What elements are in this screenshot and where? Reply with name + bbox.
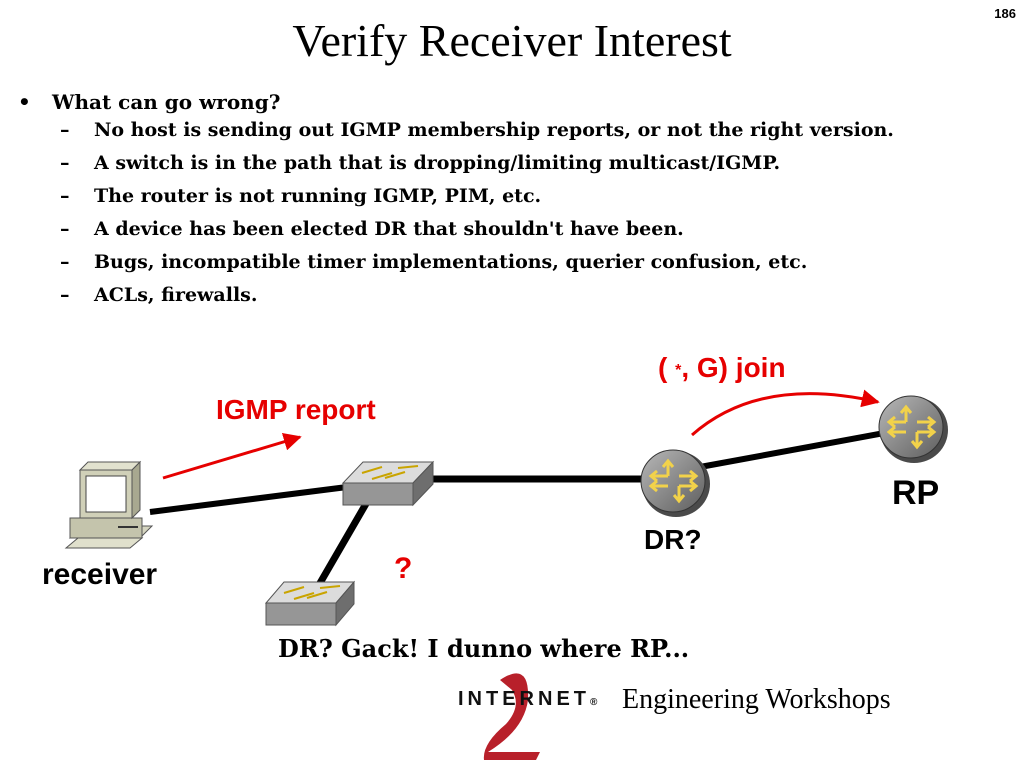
logo-mark: ® — [590, 697, 598, 708]
switch-icon — [341, 460, 435, 507]
sub-bullet-text: Bugs, incompatible timer implementations… — [94, 251, 808, 273]
sub-bullet-text: The router is not running IGMP, PIM, etc… — [94, 185, 542, 207]
igmp-report-arrow — [162, 433, 302, 480]
receiver-computer-icon — [64, 460, 154, 549]
slide-number: 186 — [994, 6, 1016, 21]
bullet-list: • What can go wrong? – No host is sending… — [18, 90, 1008, 316]
bullet-text: What can go wrong? — [52, 90, 281, 114]
join-label-star: * — [675, 362, 682, 379]
internet2-logo-text: INTERNET® — [458, 688, 597, 711]
sub-bullet-text: ACLs, firewalls. — [94, 284, 258, 306]
sub-bullet-marker: – — [60, 284, 70, 306]
sub-bullet-text: A device has been elected DR that should… — [94, 218, 684, 240]
sub-bullet-marker: – — [60, 119, 70, 141]
bullet-item: • What can go wrong? — [18, 90, 1008, 114]
link-dr-rp — [699, 429, 891, 470]
dr-label: DR? — [644, 524, 702, 555]
bullet-marker: • — [18, 90, 31, 114]
sub-bullet-text: A switch is in the path that is dropping… — [94, 152, 781, 174]
sub-bullet-item: – ACLs, firewalls. — [18, 283, 1008, 308]
join-label: ( *, G) join — [658, 352, 786, 384]
engineering-workshops: Engineering Workshops — [622, 684, 891, 715]
router-icon — [878, 395, 948, 463]
sub-bullet-marker: – — [60, 251, 70, 273]
receiver-label: receiver — [42, 558, 158, 591]
link-switch-switch — [312, 500, 371, 592]
igmp-report-label: IGMP report — [216, 394, 376, 425]
question-label: ? — [394, 552, 413, 585]
logo-text: INTERNET — [458, 688, 590, 710]
sub-bullet-item: – Bugs, incompatible timer implementation… — [18, 250, 1008, 275]
slide-title: Verify Receiver Interest — [292, 15, 732, 66]
sub-bullet-text: No host is sending out IGMP membership r… — [94, 119, 894, 141]
sub-bullet-item: – No host is sending out IGMP membership … — [18, 118, 1008, 143]
sub-bullet-marker: – — [60, 152, 70, 174]
internet2-logo — [483, 673, 540, 760]
sub-bullet-marker: – — [60, 185, 70, 207]
join-label-open: ( — [658, 352, 668, 383]
sub-bullet-item: – A switch is in the path that is droppin… — [18, 151, 1008, 176]
rp-label: RP — [892, 474, 940, 512]
sub-bullet-item: – The router is not running IGMP, PIM, et… — [18, 184, 1008, 209]
sub-bullet-item: – A device has been elected DR that shoul… — [18, 217, 1008, 242]
switch-icon — [264, 580, 356, 627]
sub-bullet-list: – No host is sending out IGMP membership … — [18, 118, 1008, 308]
router-icon — [640, 449, 710, 517]
join-arrow — [691, 389, 880, 437]
sub-bullet-marker: – — [60, 218, 70, 240]
join-label-rest: , G) join — [681, 352, 786, 383]
link-receiver-switch — [149, 483, 356, 515]
bottom-caption: DR? Gack! I dunno where RP... — [278, 634, 690, 663]
